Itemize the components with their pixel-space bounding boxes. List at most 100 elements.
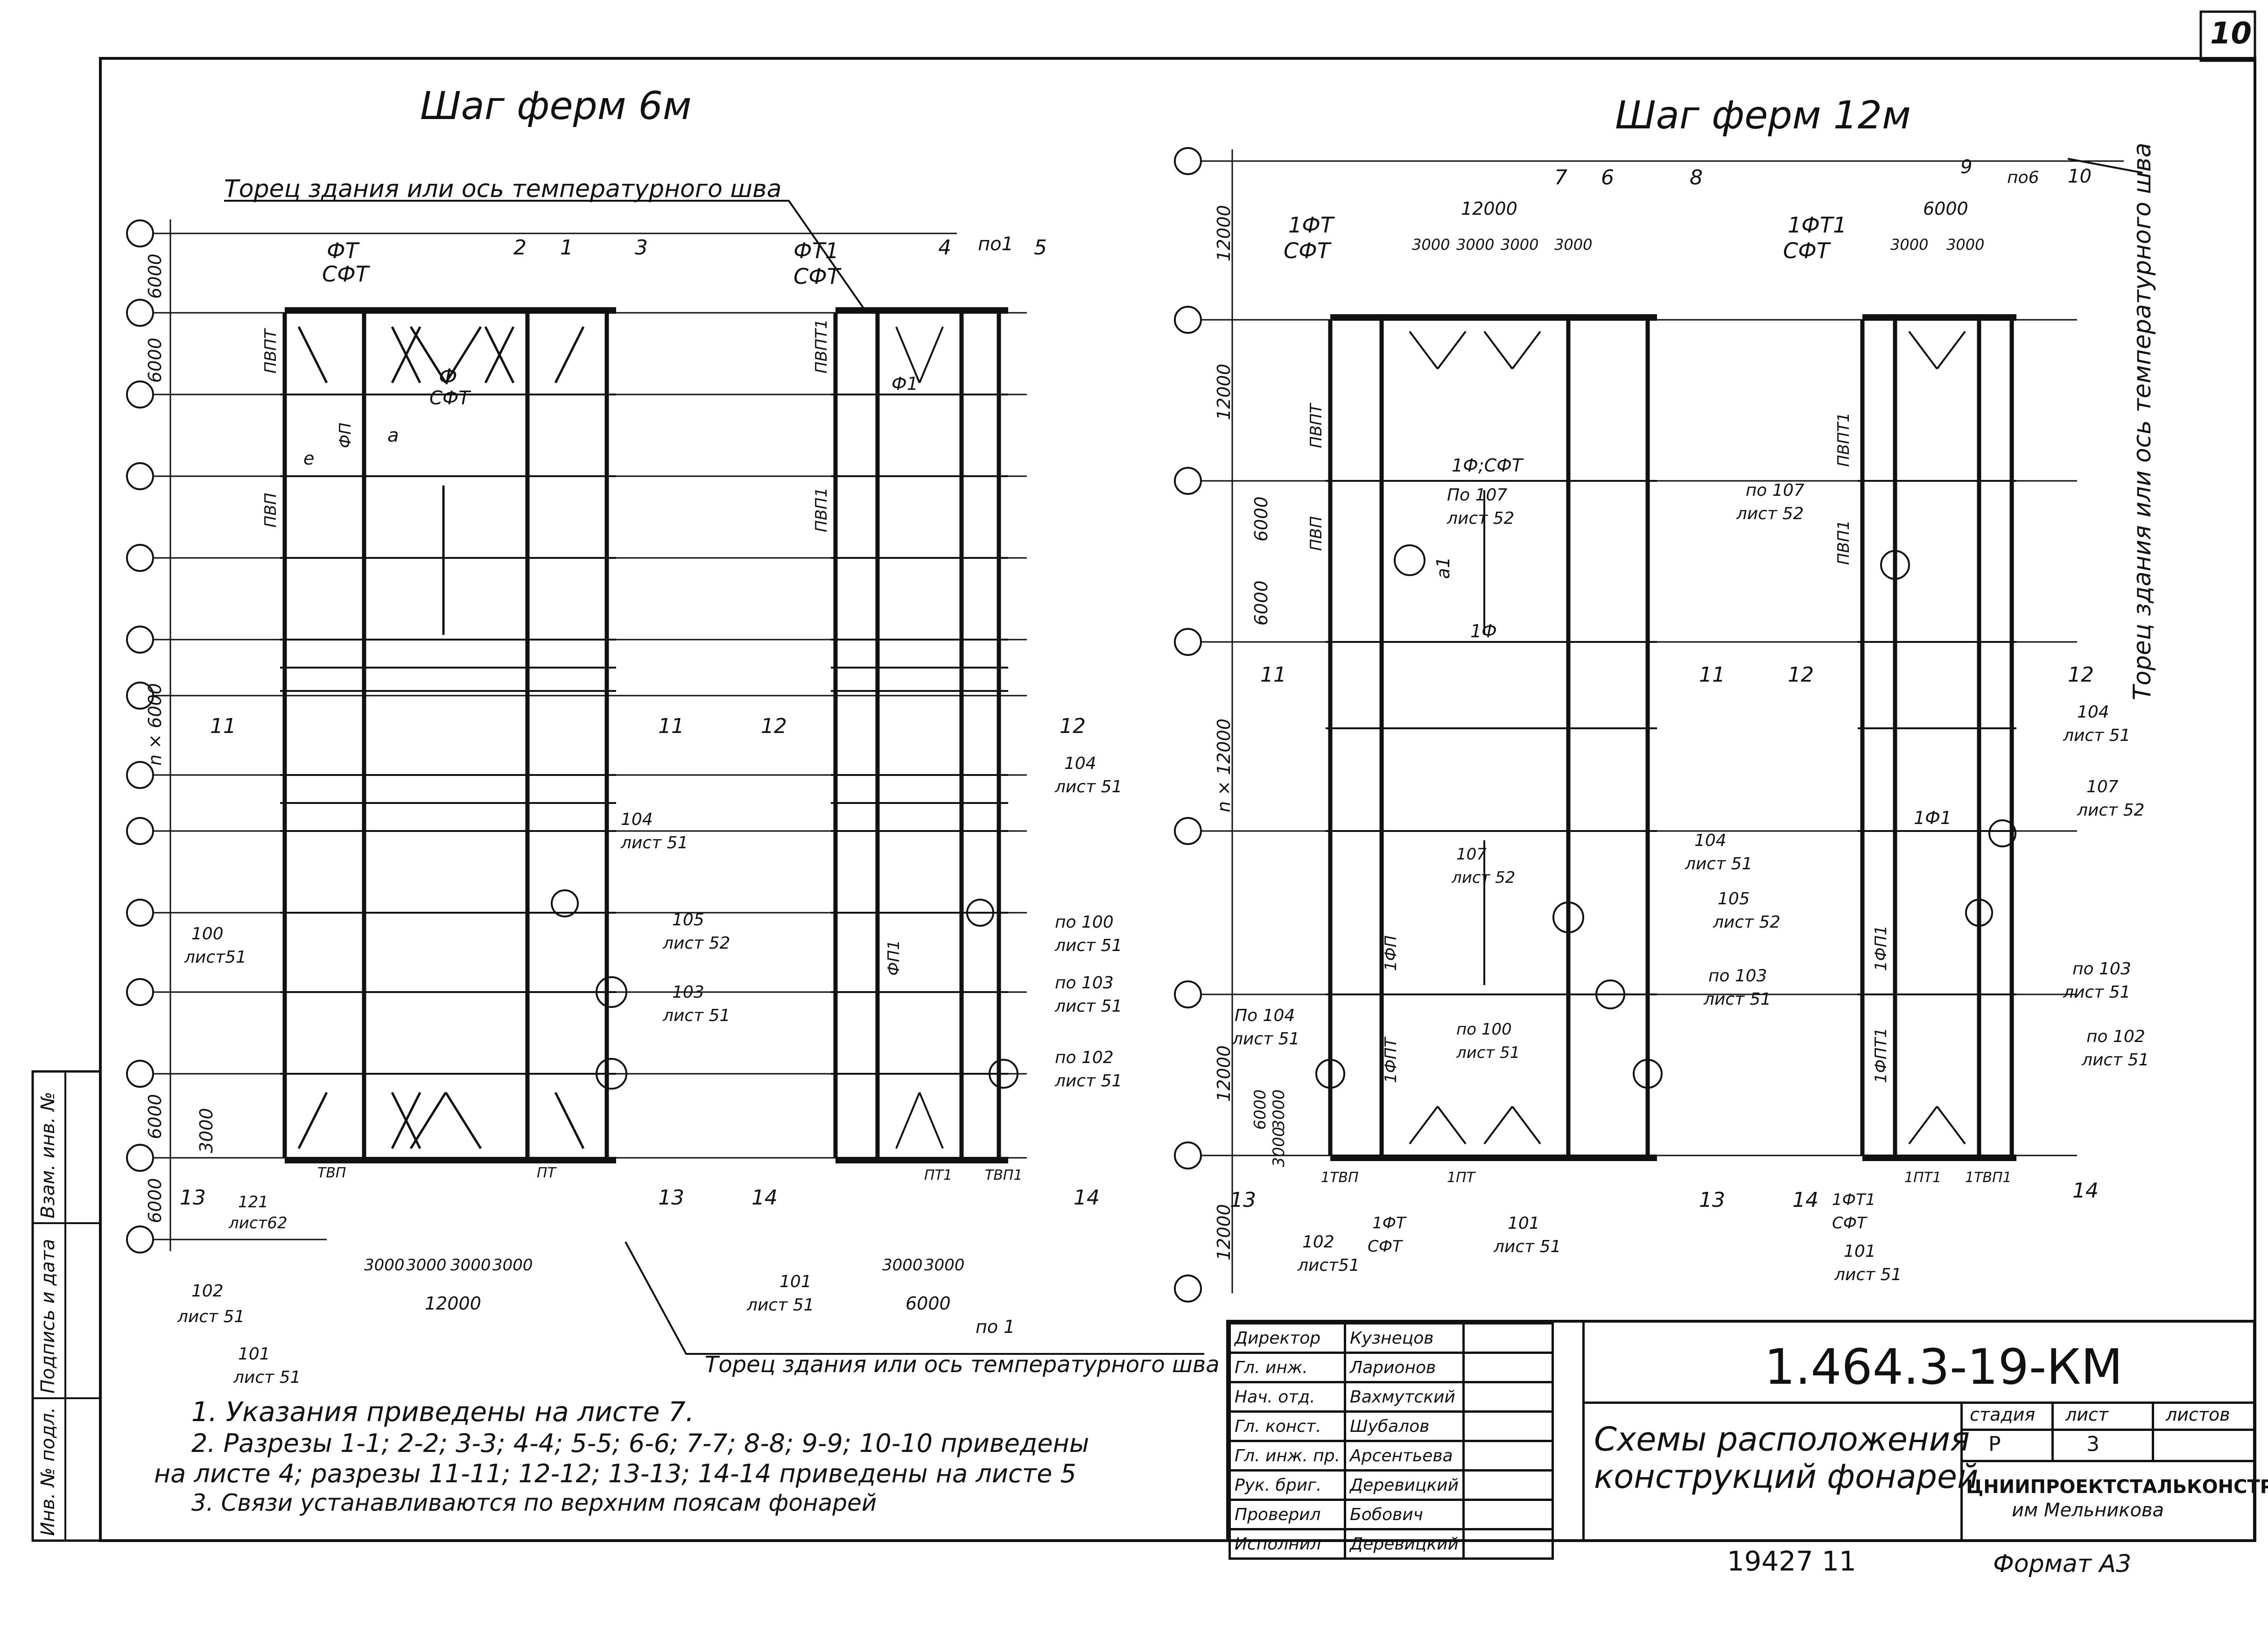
callout-sheet: лист 51 [1055,777,1123,796]
section-mark: 12 [1060,714,1086,738]
element-label: СФТ [429,387,470,409]
staff-row: Гл. инж.Ларионов [1228,1352,1554,1383]
staff-row: Гл. конст.Шубалов [1228,1410,1554,1442]
staff-name: Деревицкий [1344,1528,1465,1560]
dim-label: 3000 [364,1256,405,1275]
callout-sheet: лист 51 [1685,854,1753,873]
callout-number: 102 [191,1282,224,1301]
callout-number: по 100 [1055,913,1114,932]
dim-label: 6000 [145,1094,165,1139]
dim-label: 6000 [1251,580,1271,626]
element-label: ПВП [1307,516,1326,551]
note-2-cont: на листе 4; разрезы 11-11; 12-12; 13-13;… [154,1459,1076,1488]
right-axis-circles [1174,147,1202,1303]
title-block-main: 1.464.3-19-КМ Схемы расположения констру… [1582,1322,2268,1540]
section-mark: 11 [658,714,684,738]
callout-number: По 107 [1447,486,1508,505]
dim-label: 12000 [1214,364,1234,420]
callout-number: по 102 [2086,1027,2145,1046]
section-mark: 14 [1074,1186,1100,1210]
element-label: 1ФП1 [1872,925,1890,971]
element-label: СФТ [1368,1237,1402,1256]
right-vertical-note: Торец здания или ось температурного шва [2128,142,2156,700]
signature-cell [1462,1352,1554,1383]
dim-label: 3000 [924,1256,965,1275]
dim-label: n × 12000 [1214,718,1234,812]
drawing-code: 1.464.3-19-КМ [1764,1338,2123,1395]
dim-label: 12000 [1461,198,1517,219]
callout-number: по 107 [1746,481,1805,500]
note-1: 1. Указания приведены на листе 7. [191,1396,695,1428]
section-mark: 11 [1260,663,1286,687]
dim-label: 3000 [1501,236,1539,254]
callout-number: 107 [2086,777,2119,796]
signature-cell [1462,1381,1554,1413]
callout-number: 103 [672,983,704,1002]
dim-label: 3000 [196,1108,217,1153]
element-label: ФТ1 [793,238,839,263]
callout-sheet: лист 51 [2063,983,2131,1002]
callout-sheet: лист 51 [1232,1029,1300,1049]
element-label: ПВП [261,493,280,528]
paper-format: Формат А3 [1993,1550,2132,1578]
element-label: а1 [1433,556,1453,579]
callout-number: 102 [1302,1233,1334,1252]
element-label: СФТ [322,261,369,287]
dim-label: 12000 [1214,1045,1234,1102]
left-axis-circles [126,219,154,1254]
sheet-number: 10 [2210,16,2252,51]
element-label: ПВПТ1 [812,319,831,373]
signature-cell [1462,1410,1554,1442]
section-mark: 13 [1230,1188,1256,1212]
section-mark: 12 [761,714,787,738]
element-label: СФТ [1783,238,1830,263]
element-label: 1ФТ1 [1832,1190,1876,1209]
element-label: СФТ [793,264,840,289]
callout-number: По 104 [1235,1006,1295,1025]
element-label: СФТ [1284,238,1330,263]
section-mark: 14 [1792,1188,1819,1212]
section-mark: 8 [1690,166,1703,190]
dim-label: 3000 [1890,236,1929,254]
lantern-6m-6000 [833,307,1008,1163]
section-mark: по1 [978,233,1014,255]
callout-sheet: лист 51 [621,833,688,852]
section-mark: 2 [513,236,527,260]
element-label: 1ФПТ1 [1872,1028,1890,1083]
element-label: 1ТВП [1321,1169,1359,1186]
dim-label: 6000 [906,1293,951,1314]
callout-sheet: лист 51 [1055,936,1123,955]
lantern-12m-12000-rails [1326,331,1657,1145]
drawing-code-cell: 1.464.3-19-КМ [1582,1322,2256,1404]
dim-label: 3000 [406,1256,447,1275]
element-label: 1ПТ1 [1904,1169,1942,1186]
callout-sheet: лист 51 [233,1368,301,1387]
element-label: Ф1 [892,373,918,394]
section-mark: 11 [210,714,236,738]
element-label: ПВПТ [261,329,280,373]
dim-label: 3000 [450,1256,491,1275]
callout-sheet: лист 52 [663,934,730,953]
section-mark: 13 [180,1186,206,1210]
staff-name: Вахмутский [1344,1381,1465,1413]
callout-sheet: лист 51 [2082,1050,2149,1070]
dim-label: 3000 [1412,236,1450,254]
right-panel-title: Шаг ферм 12м [1615,93,1911,138]
callout-sheet: лист 52 [1447,509,1515,528]
callout-sheet: лист 52 [1452,868,1516,887]
lantern-12m-6000-rails [1858,331,2016,1145]
dim-label: 3000 [1270,1127,1288,1167]
dim-label: 3000 [882,1256,923,1275]
section-mark: по6 [2007,168,2039,187]
element-label: а [387,425,399,446]
sheets-label: листов [2166,1404,2230,1425]
section-mark: 7 [1554,166,1567,190]
side-stamp-original-inventory: Инв. № подл. [37,1407,59,1536]
callout-sheet: лист 51 [663,1006,730,1025]
dim-label: 6000 [145,338,165,383]
inventory-number: 19427 11 [1727,1545,1856,1577]
callout-number: 104 [1064,754,1096,773]
dim-label: 6000 [1251,1089,1270,1130]
callout-sheet: лист 51 [1704,990,1771,1009]
